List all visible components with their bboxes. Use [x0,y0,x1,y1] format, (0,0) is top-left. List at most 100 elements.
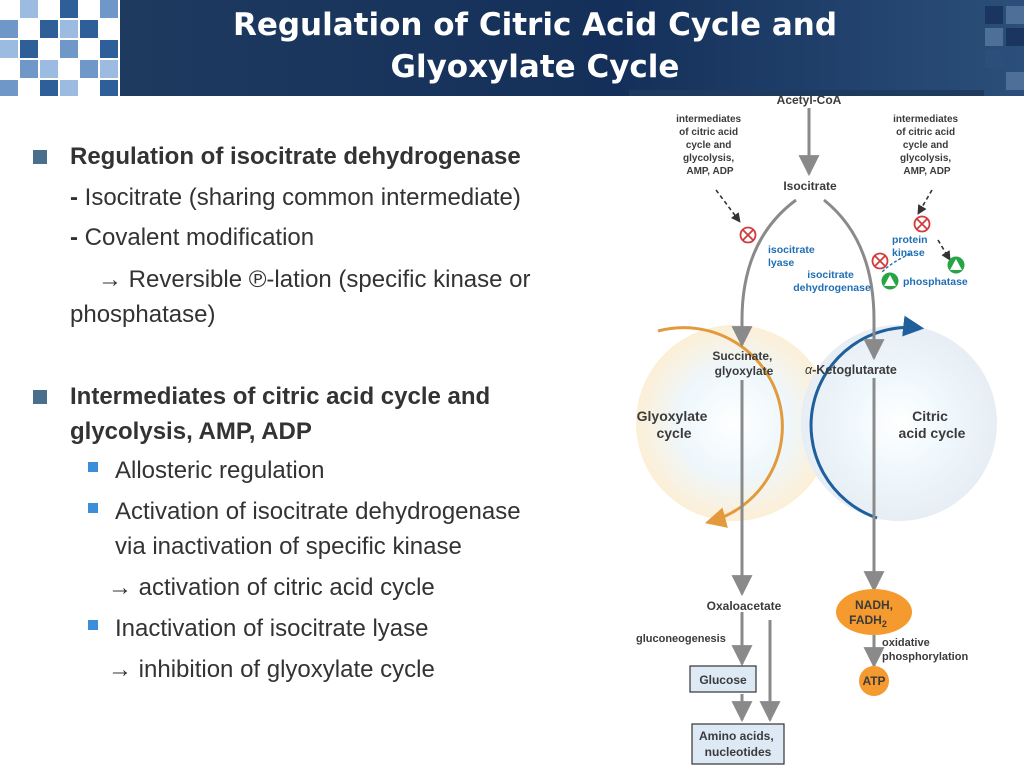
bullet-square-icon [33,150,47,164]
isocitrate-dehydrogenase-label: isocitrate dehydrogenase [793,269,871,294]
header-square-pattern [0,0,125,96]
succinate-line: Succinate, [712,349,772,363]
oxphos-line: phosphorylation [882,651,968,663]
slide-title-line1: Regulation of Citric Acid Cycle and [232,7,838,43]
ketoglutarate-label: α-Ketoglutarate [805,363,897,377]
atp-node [859,666,889,696]
glucose-label: Glucose [699,673,747,687]
left-regulators-label: intermediates of citric acid cycle and g… [676,114,744,177]
citric-acid-cycle-label: Citric acid cycle [899,408,966,441]
left-regulators-line: AMP, ADP [686,166,734,177]
right-regulator-arrow-phosphatase [937,239,951,261]
inhibit-icon [739,226,757,244]
glyoxylate-cycle-line: cycle [656,425,691,441]
bullet-square-icon [33,390,47,404]
right-regulators-line: glycolysis, [900,153,951,164]
sub-bullet-square-icon [88,620,98,630]
bullet-heading-intermediates-line2: glycolysis, AMP, ADP [70,418,312,445]
sub-bullet-inactivation-result: → inhibition of glyoxylate cycle [108,656,435,683]
slide-title-line2: Glyoxylate Cycle [390,49,680,85]
ketoglutarate-text: -Ketoglutarate [812,363,897,377]
sub-bullet-activation-line2: via inactivation of specific kinase [115,533,462,560]
phosphatase-label: phosphatase [903,276,968,288]
right-regulators-line: intermediates [893,114,958,125]
sub-bullet-square-icon [88,462,98,472]
header-square-right [1006,6,1024,24]
bullet-sub-text: Isocitrate (sharing common intermediate) [78,184,521,211]
sub-bullet-allosteric: Allosteric regulation [115,457,325,484]
isocitrate-to-ketoglutarate-arrow [823,198,885,361]
isocitrate-dh-line: isocitrate [807,269,854,281]
right-regulator-arrow-kinase [917,189,933,215]
header-square-right [985,50,1003,68]
right-regulators-label: intermediates of citric acid cycle and g… [893,114,961,177]
sub-bullet-activation-result: → activation of citric acid cycle [108,574,435,601]
citric-acid-cycle-disk [801,325,997,521]
fadh-text: FADH [849,613,882,627]
left-regulators-line: intermediates [676,114,741,125]
left-regulator-arrow [715,189,741,223]
protein-kinase-line: kinase [892,247,925,259]
citric-acid-cycle-arrow [809,315,925,520]
inhibit-icon [871,252,889,270]
right-regulators-line: of citric acid [896,127,955,138]
alpha-symbol: α [805,363,813,377]
right-regulators-line: cycle and [903,140,949,151]
header-square-right [985,28,1003,46]
bullet-sub-isocitrate: - Isocitrate (sharing common intermediat… [70,184,521,212]
oxaloacetate-label: Oxaloacetate [707,599,782,613]
isocitrate-lyase-label: isocitrate lyase [768,244,818,269]
inhibit-icon [913,215,931,233]
acetyl-coa-label: Acetyl-CoA [777,93,842,107]
diagram-top-bar [629,90,984,96]
fadh-subscript: 2 [882,619,887,629]
header-square-right [1006,28,1024,46]
bullet-sub-text: Covalent modification [78,224,315,251]
isocitrate-to-succinate-arrow [731,198,797,348]
left-regulators-line: of citric acid [679,127,738,138]
protein-kinase-line: protein [892,234,928,246]
protein-kinase-label: protein kinase [892,234,931,259]
citric-acid-cycle-line: acid cycle [899,425,966,441]
succinate-glyoxylate-label: Succinate, glyoxylate [712,349,775,378]
sub-bullet-inactivation: Inactivation of isocitrate lyase [115,615,429,642]
nadh-label: NADH, [855,598,893,612]
isocitrate-lyase-line: isocitrate [768,244,815,256]
bullet-heading-intermediates-line1: Intermediates of citric acid cycle and [70,383,491,410]
isocitrate-label: Isocitrate [783,179,837,193]
dash-marker: - [70,184,78,211]
header-square-right [1006,72,1024,90]
fadh-label: FADH2 [849,613,887,629]
succinate-line: glyoxylate [715,364,774,378]
activate-icon [947,256,965,274]
glucose-box [689,665,757,693]
slide-header: Regulation of Citric Acid Cycle and Glyo… [0,0,1024,96]
amino-acids-line: nucleotides [705,745,772,759]
isocitrate-dh-line: dehydrogenase [793,282,871,294]
bullet-sub-reversible-line1: → Reversible ℗-lation (specific kinase o… [98,266,531,293]
bullet-heading-isocitrate-dh: Regulation of isocitrate dehydrogenase [70,143,521,170]
amino-acids-label: Amino acids, nucleotides [699,729,777,759]
amino-acids-line: Amino acids, [699,729,774,743]
amino-acids-box [691,723,785,765]
regulation-diagram: Acetyl-CoA Isocitrate intermediates of c… [629,90,997,765]
header-square-right [985,6,1003,24]
glyoxylate-cycle-label: Glyoxylate cycle [637,408,712,441]
sub-bullet-square-icon [88,503,98,513]
bullet-sub-reversible-line2: phosphatase) [70,301,216,328]
glyoxylate-cycle-line: Glyoxylate [637,408,708,424]
glyoxylate-cycle-arrow [657,326,784,528]
isocitrate-lyase-line: lyase [768,257,794,269]
left-regulators-line: glycolysis, [683,153,734,164]
bullet-sub-covalent: - Covalent modification [70,224,314,252]
left-regulators-line: cycle and [686,140,732,151]
gluconeogenesis-label: gluconeogenesis [636,633,726,645]
atp-label: ATP [862,674,885,688]
glyoxylate-cycle-disk [636,325,832,521]
right-regulators-line: AMP, ADP [903,166,951,177]
slide-title: Regulation of Citric Acid Cycle and Glyo… [170,4,900,88]
header-band [120,0,1024,96]
kinase-to-dh-link [881,253,911,273]
oxphos-line: oxidative [882,637,930,649]
oxidative-phosphorylation-label: oxidative phosphorylation [882,637,968,663]
